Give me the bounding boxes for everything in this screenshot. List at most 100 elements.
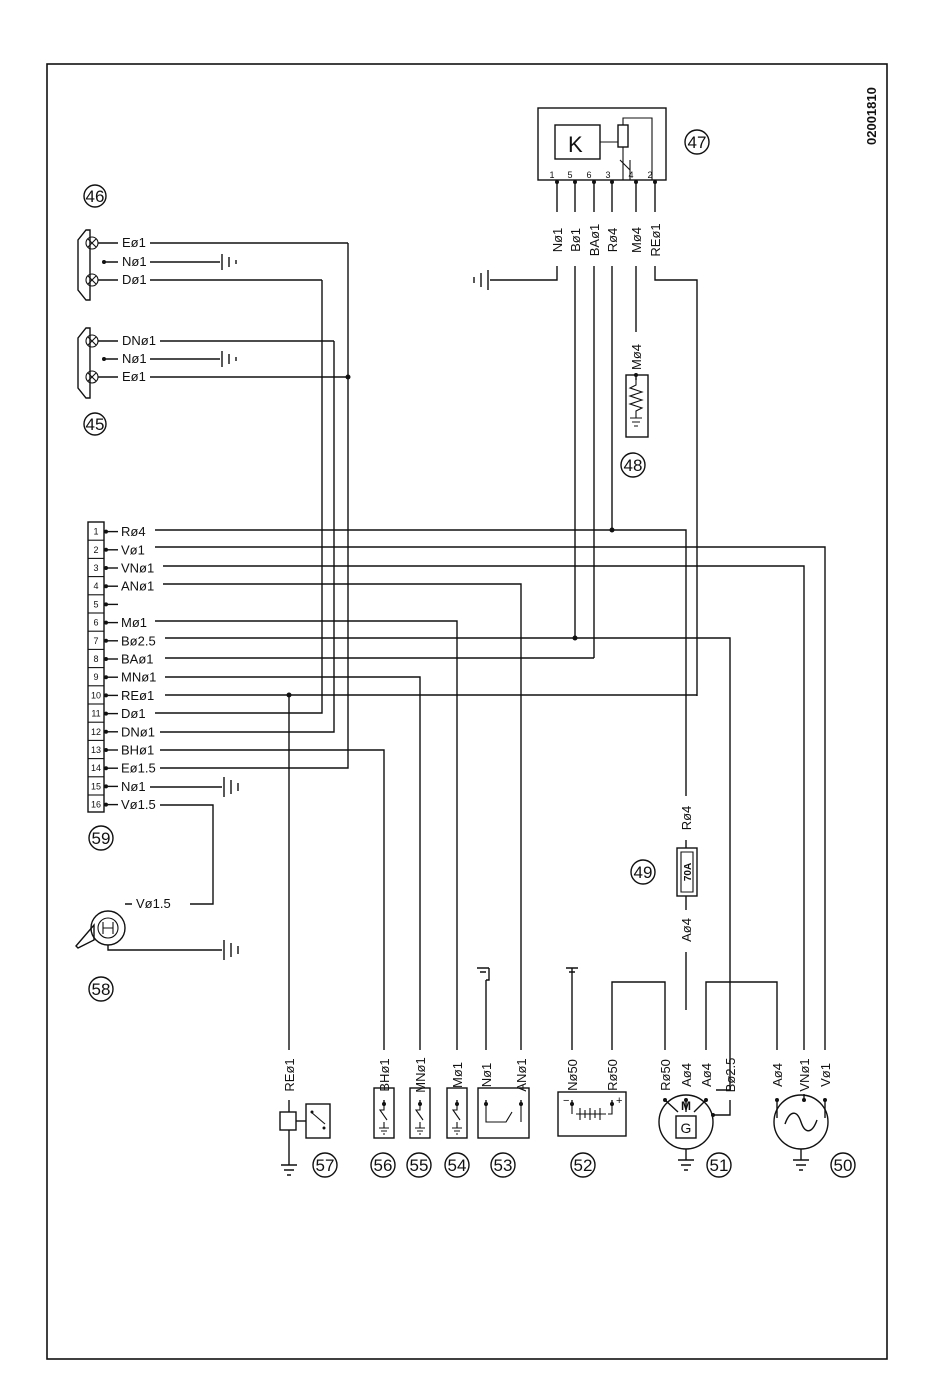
w53b-label: ANø1 xyxy=(514,1058,529,1091)
callout-46-circle xyxy=(83,184,107,208)
w50b-label: VNø1 xyxy=(797,1058,812,1091)
w56-label: BHø1 xyxy=(377,1058,392,1091)
callout-46: 46 xyxy=(86,187,105,206)
callout-48-circle xyxy=(620,452,646,478)
lamp45-wire-e: Eø1 xyxy=(122,369,146,384)
connector-wire-label: Rø4 xyxy=(121,524,146,539)
relay-pin-1: 1 xyxy=(549,170,554,180)
callout-50-circle xyxy=(830,1152,856,1178)
callout-56-circle xyxy=(370,1152,396,1178)
lamp-46: Eø1 Nø1 Dø1 xyxy=(77,229,348,301)
connector-wire-label: Mø1 xyxy=(121,615,147,630)
callout-52-circle xyxy=(570,1152,596,1178)
callout-58-circle xyxy=(88,976,114,1002)
w54-label: Mø1 xyxy=(450,1062,465,1088)
relay-pin-3: 3 xyxy=(605,170,610,180)
w50a-label: Aø4 xyxy=(770,1063,785,1087)
diagram-frame xyxy=(46,63,888,1360)
motor-g: G xyxy=(681,1120,692,1136)
connector-wire-label: Vø1.5 xyxy=(121,797,156,812)
callout-58: 58 xyxy=(92,980,111,999)
w51b-label: Aø4 xyxy=(679,1063,694,1087)
w50c-label: Vø1 xyxy=(818,1063,833,1087)
connector-wire-label: Vø1 xyxy=(121,542,145,557)
w53a-label: Nø1 xyxy=(479,1063,494,1088)
w51c-label: Aø4 xyxy=(699,1063,714,1087)
connector-pin-number: 5 xyxy=(93,599,98,609)
connector-pin-number: 11 xyxy=(91,709,100,719)
lamp45-wire-dn: DNø1 xyxy=(122,333,156,348)
document-code: 02001810 xyxy=(864,87,879,145)
callout-53: 53 xyxy=(494,1156,513,1175)
callout-55: 55 xyxy=(410,1156,429,1175)
connector-pin-number: 1 xyxy=(93,527,98,537)
callout-45: 45 xyxy=(86,415,105,434)
connector-pin-number: 4 xyxy=(93,581,98,591)
connector-wire-label: BHø1 xyxy=(121,743,154,758)
fuse-wire-top: Rø4 xyxy=(679,806,694,831)
w51d-label: Bø2.5 xyxy=(723,1058,738,1093)
battery-52: Nø50 Rø50 − + xyxy=(557,967,666,1137)
connector-pin-number: 2 xyxy=(93,545,98,555)
callout-49: 49 xyxy=(634,863,653,882)
callout-59-circle xyxy=(88,825,114,851)
callout-51-circle xyxy=(706,1152,732,1178)
lamp45-wire-n: Nø1 xyxy=(122,351,147,366)
connector-wire-label: ANø1 xyxy=(121,579,154,594)
switch-56: BHø1 xyxy=(373,1058,395,1139)
horn-58: Vø1.5 xyxy=(75,896,239,960)
callout-51: 51 xyxy=(710,1156,729,1175)
resistor-wire: Mø4 xyxy=(629,344,644,370)
relay-wire-n: Nø1 xyxy=(550,228,565,253)
relay-wire-ba: BAø1 xyxy=(587,224,602,257)
horn-wire: Vø1.5 xyxy=(136,896,171,911)
callout-53-circle xyxy=(490,1152,516,1178)
w51a-label: Rø50 xyxy=(658,1059,673,1091)
fuse-rating: 70A xyxy=(683,863,694,881)
connector-pin-number: 6 xyxy=(93,618,98,628)
relay-47: K 1 5 6 3 4 2 Nø1 Bø1 BAø1 Rø4 Mø4 REø1 xyxy=(473,107,698,696)
connector-pin-number: 14 xyxy=(91,763,101,773)
motor-51: Rø50 Aø4 Aø4 Bø2.5 M G xyxy=(658,981,778,1171)
connector-pin-number: 8 xyxy=(93,654,98,664)
connector-pin-number: 9 xyxy=(93,672,98,682)
callout-54: 54 xyxy=(448,1156,467,1175)
w52a-label: Nø50 xyxy=(565,1059,580,1091)
callout-47-circle xyxy=(684,129,710,155)
callout-59: 59 xyxy=(92,829,111,848)
lamp46-wire-e: Eø1 xyxy=(122,235,146,250)
callout-48: 48 xyxy=(624,456,643,475)
connector-pin-number: 7 xyxy=(93,636,98,646)
connector-pin-number: 15 xyxy=(91,781,101,791)
callout-45-circle xyxy=(83,412,107,436)
relay-wire-b: Bø1 xyxy=(568,228,583,252)
relay-pin-5: 5 xyxy=(567,170,572,180)
connector-pin-number: 3 xyxy=(93,563,98,573)
connector-wire-label: MNø1 xyxy=(121,670,156,685)
switch-57: REø1 xyxy=(279,1058,331,1176)
callout-52: 52 xyxy=(574,1156,593,1175)
battery-minus: − xyxy=(563,1095,569,1107)
callout-54-circle xyxy=(444,1152,470,1178)
w57-label: REø1 xyxy=(282,1058,297,1091)
callout-56: 56 xyxy=(374,1156,393,1175)
callout-49-circle xyxy=(630,859,656,885)
callout-47: 47 xyxy=(688,133,707,152)
connector-wire-label: BAø1 xyxy=(121,652,154,667)
connector-wire-label: REø1 xyxy=(121,688,154,703)
callout-57: 57 xyxy=(316,1156,335,1175)
relay-wire-re: REø1 xyxy=(648,223,663,256)
motor-m: M xyxy=(681,1099,691,1113)
connector-pin-number: 12 xyxy=(91,727,101,737)
w52b-label: Rø50 xyxy=(605,1059,620,1091)
lamp-45: DNø1 Nø1 Eø1 xyxy=(77,327,351,399)
connector-wire-label: VNø1 xyxy=(121,561,154,576)
connector-wire-label: Eø1.5 xyxy=(121,761,156,776)
relay-pin-4: 4 xyxy=(628,170,633,180)
switch-55: MNø1 xyxy=(409,1057,431,1139)
connector-pin-number: 13 xyxy=(91,745,101,755)
battery-plus: + xyxy=(616,1095,622,1107)
connector-pin-number: 16 xyxy=(91,800,101,810)
